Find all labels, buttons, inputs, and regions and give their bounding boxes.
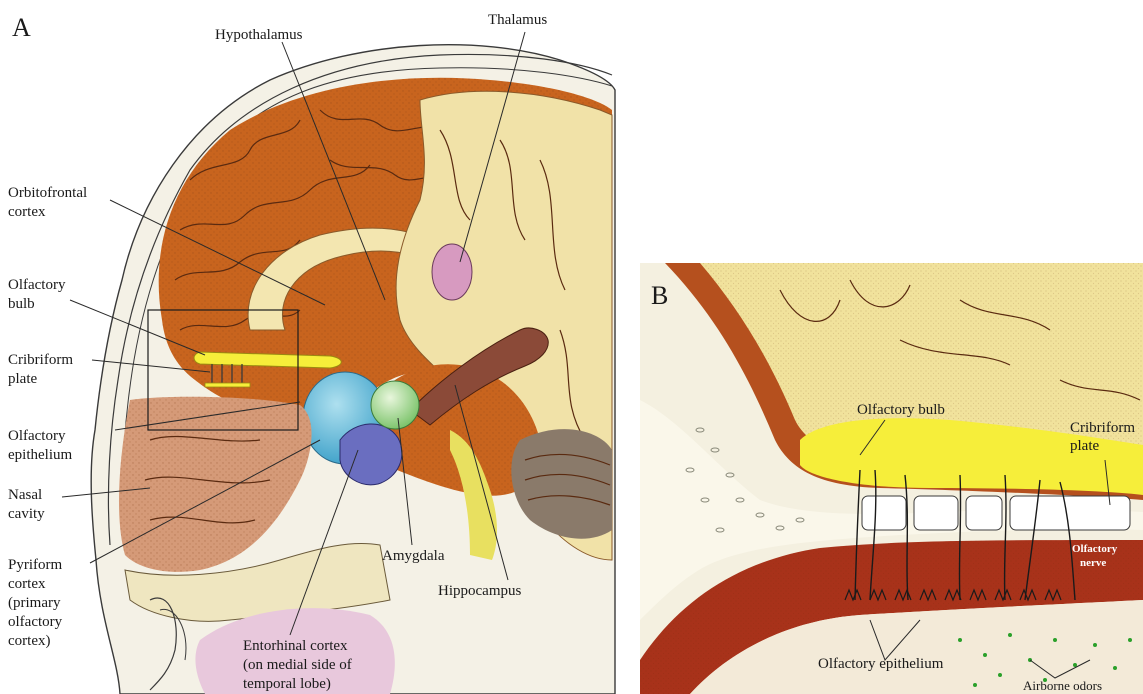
label-entorhinal-1: Entorhinal cortex: [243, 638, 348, 654]
label-b-cribriform-2: plate: [1070, 438, 1099, 454]
label-b-nerve-1: Olfactory: [1072, 543, 1118, 555]
amygdala: [371, 381, 419, 429]
label-b-olfactory-bulb: Olfactory bulb: [857, 402, 945, 418]
label-pyriform-4: olfactory: [8, 614, 63, 630]
label-thalamus: Thalamus: [488, 12, 547, 28]
panel-a: A Hypothalamus Thalamus Orbitofrontal co…: [8, 12, 615, 694]
label-nasal-2: cavity: [8, 506, 45, 522]
label-b-airborne-odors: Airborne odors: [1023, 678, 1102, 693]
thalamus: [432, 244, 472, 300]
label-orbitofrontal-1: Orbitofrontal: [8, 185, 87, 201]
panel-b: B Olfactory bulb Cribriform plate Olfact…: [640, 263, 1143, 694]
label-olfactory-bulb-2: bulb: [8, 296, 35, 312]
entorhinal-cortex: [340, 424, 402, 485]
label-hippocampus: Hippocampus: [438, 583, 521, 599]
label-b-nerve-2: nerve: [1080, 557, 1106, 569]
panel-b-letter: B: [651, 281, 668, 310]
label-amygdala: Amygdala: [382, 548, 445, 564]
label-olf-epi-1: Olfactory: [8, 428, 66, 444]
label-pyriform-2: cortex: [8, 576, 46, 592]
label-b-cribriform-1: Cribriform: [1070, 420, 1135, 436]
label-orbitofrontal-2: cortex: [8, 204, 46, 220]
label-pyriform-3: (primary: [8, 595, 61, 611]
panel-a-letter: A: [12, 13, 31, 42]
label-pyriform-1: Pyriform: [8, 557, 62, 573]
label-olfactory-bulb-1: Olfactory: [8, 277, 66, 293]
label-hypothalamus: Hypothalamus: [215, 27, 303, 43]
label-entorhinal-3: temporal lobe): [243, 676, 331, 692]
cribriform-pores-b: [862, 496, 1130, 530]
label-b-olfactory-epithelium: Olfactory epithelium: [818, 656, 944, 672]
label-nasal-1: Nasal: [8, 487, 42, 503]
label-cribriform-2: plate: [8, 371, 37, 387]
label-cribriform-1: Cribriform: [8, 352, 73, 368]
label-entorhinal-2: (on medial side of: [243, 657, 352, 673]
label-pyriform-5: cortex): [8, 633, 50, 649]
label-olf-epi-2: epithelium: [8, 447, 72, 463]
